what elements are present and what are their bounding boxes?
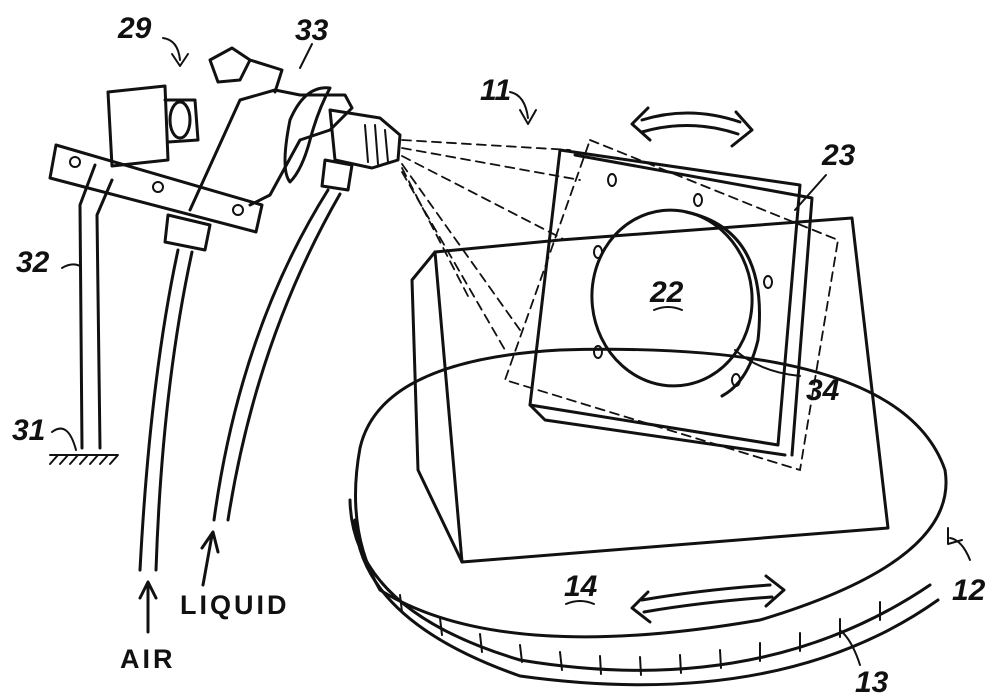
liquid-hose [212,188,342,522]
label-11: 11 [480,74,511,107]
caption-liquid: LIQUID [180,590,290,620]
liquid-arrow [200,530,220,587]
screw-hole [693,193,703,207]
leader-33 [299,43,313,69]
nozzle-body [328,108,402,170]
air-arrow [138,580,158,634]
plate-ghost-outline [503,138,840,472]
leader-31 [51,427,77,451]
screw-hole [593,345,603,359]
bolt-hole-3 [232,204,244,216]
label-22: 22 [649,276,684,309]
mounting-bar [48,143,264,234]
trigger [283,86,332,184]
valve-cap [168,100,192,140]
air-hose [138,248,194,572]
tilt-arrow [630,106,754,148]
stand-post [78,163,114,450]
caption-air: AIR [120,644,176,674]
turntable-knurl [399,594,881,676]
rotate-arrow [630,574,786,624]
bolt-hole-2 [152,181,164,193]
label-23: 23 [821,139,856,172]
plate-frame-inner [528,153,814,457]
underline-14 [565,600,595,605]
wedge-front [433,216,890,564]
spray-cone [401,139,581,351]
plate-frame [528,148,802,447]
liquid-fitting [320,158,354,192]
leader-lines [51,37,971,666]
nozzle-rings [364,124,389,165]
turntable-rim [348,498,940,687]
turntable-top [354,347,948,639]
gun-top-cap [208,46,284,94]
bolt-hole-1 [69,156,81,168]
label-12: 12 [952,574,986,607]
screw-hole [763,275,773,289]
label-14: 14 [564,570,598,603]
leader-34 [734,349,801,377]
plate-holder [503,138,840,472]
air-fitting [163,213,212,252]
disk [590,208,754,388]
label-29: 29 [117,12,152,45]
valve-block [106,84,200,168]
screw-hole [593,245,603,259]
screw-hole [731,373,741,387]
leader-23 [794,174,827,211]
label-32: 32 [16,246,50,279]
ground-hatch [49,454,119,465]
label-34: 34 [806,374,840,407]
wedge-side [410,250,464,564]
label-31: 31 [12,414,45,447]
underline-22 [653,306,683,311]
leader-12 [947,527,971,561]
label-13: 13 [855,666,889,698]
wedge-block [410,216,890,564]
leader-13 [839,629,861,666]
label-33: 33 [295,14,329,47]
leader-29 [162,37,189,67]
screw-hole [607,173,617,187]
leader-11 [509,91,537,125]
turntable [348,347,948,687]
leader-32 [61,263,81,269]
spray-gun-assembly [48,46,402,572]
